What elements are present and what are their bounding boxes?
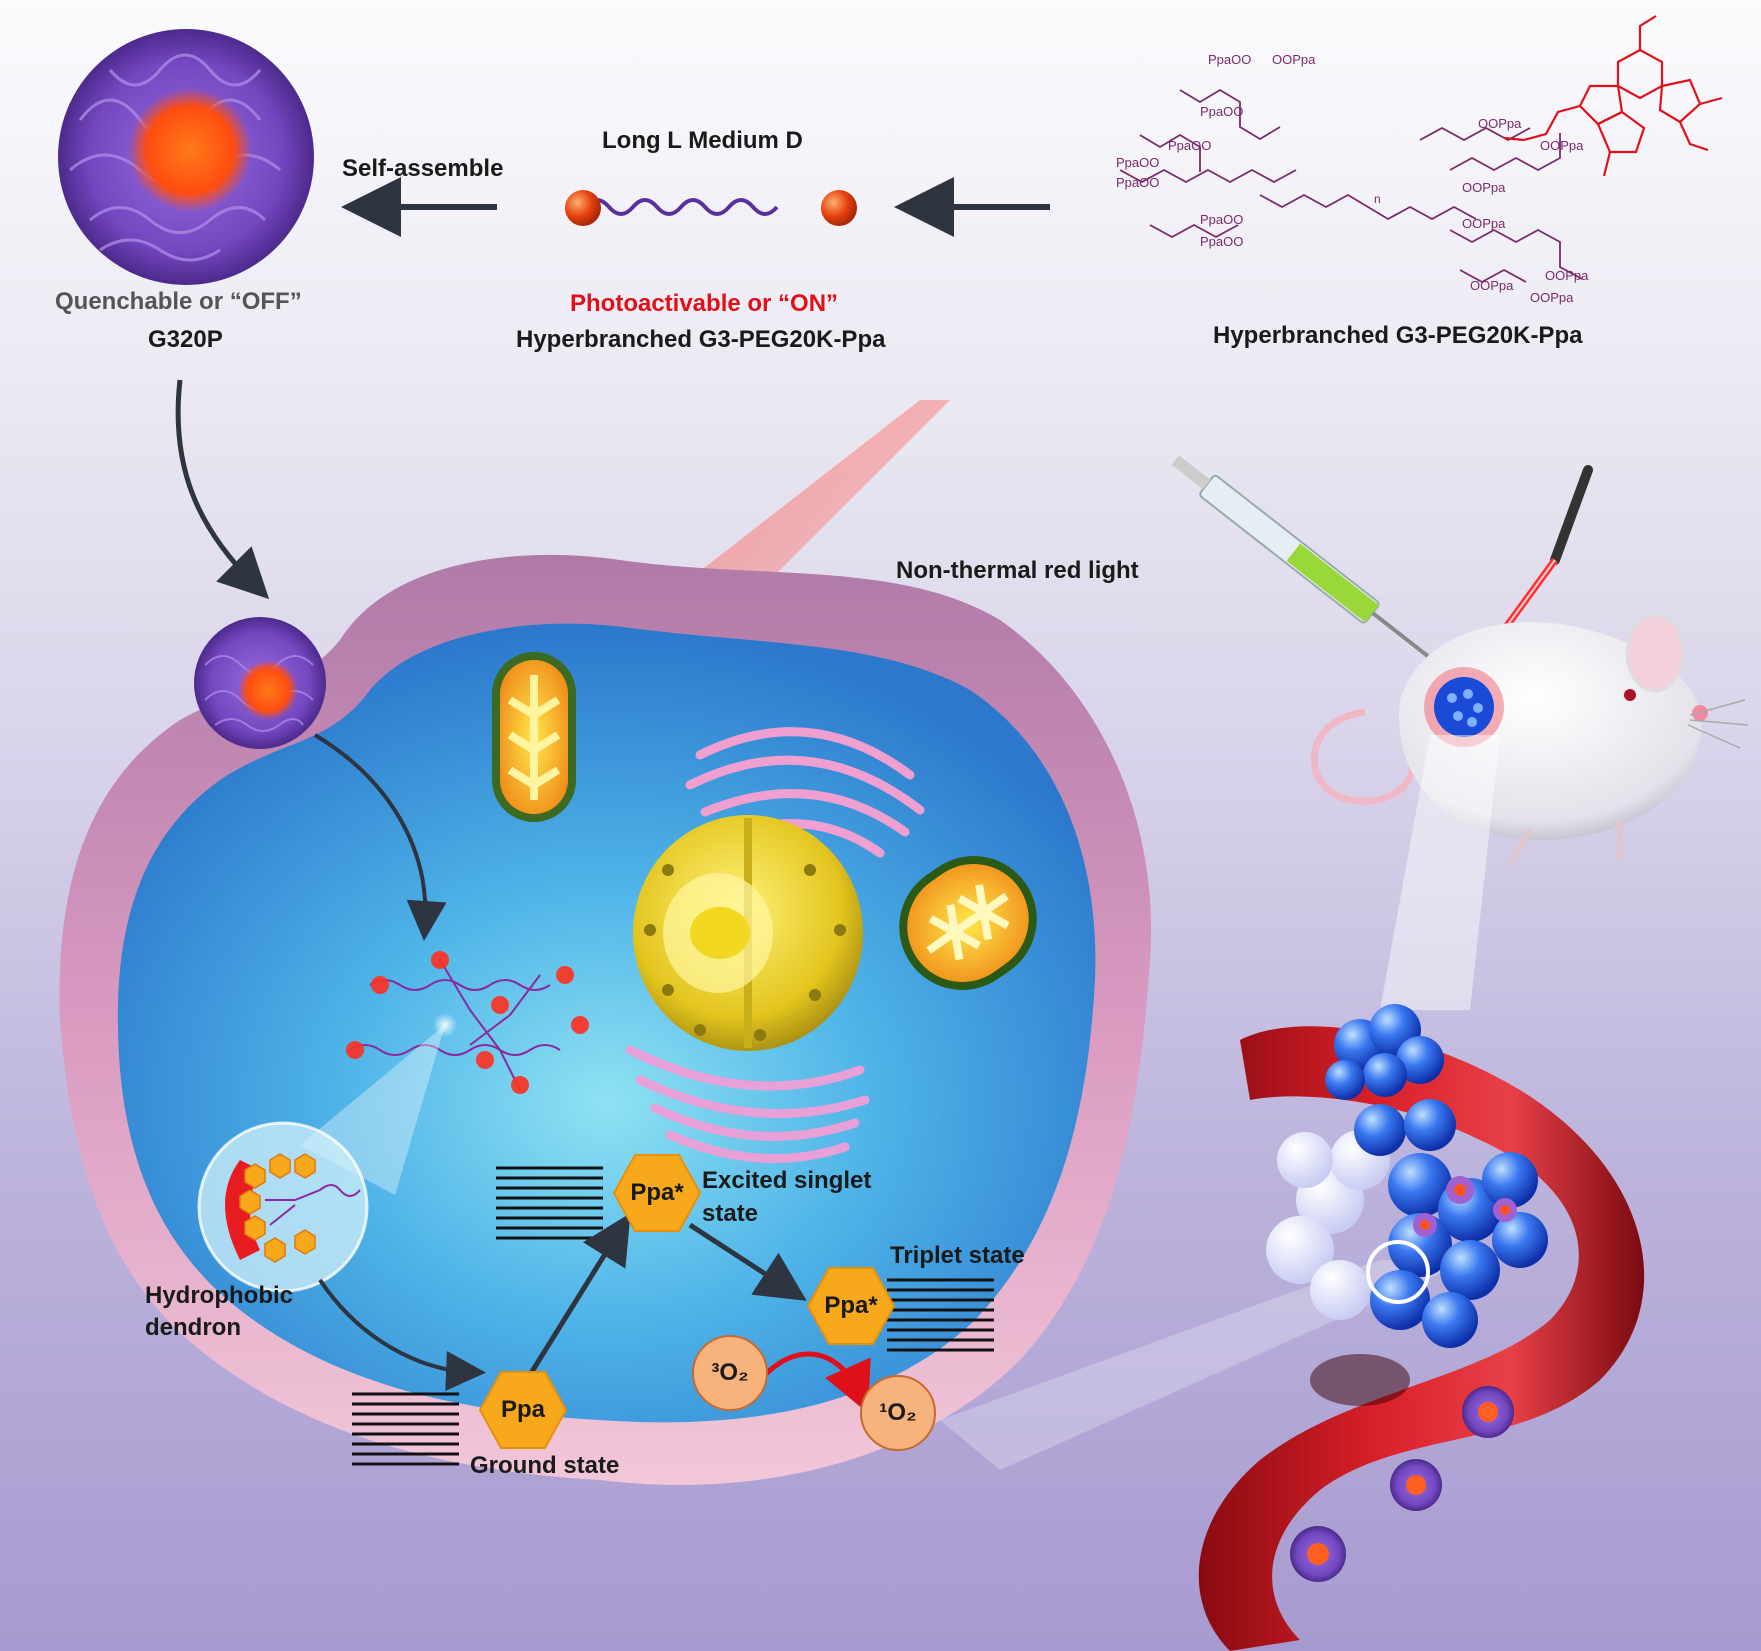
struct-label-7: PpaOO <box>1200 212 1244 227</box>
g320p-label: G320P <box>148 326 223 353</box>
intersystem-arrow <box>688 1222 807 1301</box>
struct-label-6: PpaOO <box>1116 175 1160 190</box>
excitation-arrow <box>525 1213 631 1380</box>
porphyrin-structure <box>1503 15 1723 177</box>
released-polymers <box>346 951 589 1094</box>
ppa-ground-label: Ppa <box>500 1396 545 1423</box>
mitochondrion-right <box>899 855 1037 991</box>
excited-singlet-label: Excited singlet <box>702 1167 872 1194</box>
ppa-triplet-label: Ppa* <box>824 1292 878 1319</box>
struct-label-15: OOPpa <box>1530 290 1574 305</box>
energy-transfer-arrow <box>763 1351 871 1414</box>
struct-label-11: OOPpa <box>1462 180 1506 195</box>
struct-label-n: n <box>1374 192 1381 206</box>
tumor-cluster <box>1266 1004 1548 1348</box>
struct-label-4: PpaOO <box>1168 138 1212 153</box>
mitochondrion-top <box>492 652 576 822</box>
entry-arrow <box>175 379 270 600</box>
mouse <box>1310 613 1749 867</box>
dendron-arrow <box>318 1278 486 1392</box>
dendron-bubble <box>197 1121 369 1293</box>
dendron-label: dendron <box>145 1314 241 1341</box>
struct-label-14: OOPpa <box>1470 278 1514 293</box>
energy-lines-triplet <box>887 1278 994 1352</box>
energy-lines-ground <box>352 1392 459 1466</box>
blood-vessel <box>1198 1026 1645 1651</box>
struct-label-9: OOPpa <box>1478 116 1522 131</box>
ground-state-label: Ground state <box>470 1452 620 1479</box>
oxygen-triplet-label: ³O₂ <box>711 1359 749 1386</box>
hydrophobic-label: Hydrophobic <box>145 1282 293 1309</box>
projection-cone-upper <box>1380 735 1500 1010</box>
oxygen-triplet-circle <box>692 1335 768 1411</box>
struct-label-13: OOPpa <box>1545 268 1589 283</box>
ppa-excited-label: Ppa* <box>630 1179 684 1206</box>
struct-label-2: OOPpa <box>1272 52 1316 67</box>
hexagon-ppa-ground <box>478 1371 568 1449</box>
golgi-top <box>685 727 925 858</box>
quenchable-label: Quenchable or “OFF” <box>55 288 302 315</box>
chemical-structure <box>1119 88 1583 284</box>
micelle-small <box>194 617 326 749</box>
excited-state-label: state <box>702 1200 759 1227</box>
oxygen-singlet-label: ¹O₂ <box>879 1399 917 1426</box>
struct-label-12: OOPpa <box>1462 216 1506 231</box>
long-l-medium-d-label: Long L Medium D <box>602 127 803 154</box>
hexagon-ppa-triplet <box>806 1267 896 1345</box>
self-assemble-label: Self-assemble <box>342 155 504 182</box>
micelle-large <box>58 29 314 285</box>
oxygen-singlet-circle <box>860 1375 936 1451</box>
vessel-micelles <box>1290 1386 1514 1582</box>
syringe <box>1171 455 1430 658</box>
uptake-arrow <box>313 733 447 941</box>
struct-label-3: PpaOO <box>1200 104 1244 119</box>
photoactivable-label: Photoactivable or “ON” <box>570 290 839 317</box>
struct-label-10: OOPpa <box>1540 138 1584 153</box>
polymer-chain <box>565 190 857 226</box>
nucleus <box>633 815 863 1051</box>
hexagon-ppa-excited <box>612 1154 702 1232</box>
struct-label-5: PpaOO <box>1116 155 1160 170</box>
triplet-state-label: Triplet state <box>890 1242 1025 1269</box>
hyperbranched-right-label: Hyperbranched G3-PEG20K-Ppa <box>1213 322 1583 349</box>
hyperbranched-center-label: Hyperbranched G3-PEG20K-Ppa <box>516 326 886 353</box>
golgi-bottom <box>625 1045 870 1164</box>
struct-label-1: PpaOO <box>1208 52 1252 67</box>
struct-label-8: PpaOO <box>1200 234 1244 249</box>
non-thermal-label: Non-thermal red light <box>896 557 1139 584</box>
